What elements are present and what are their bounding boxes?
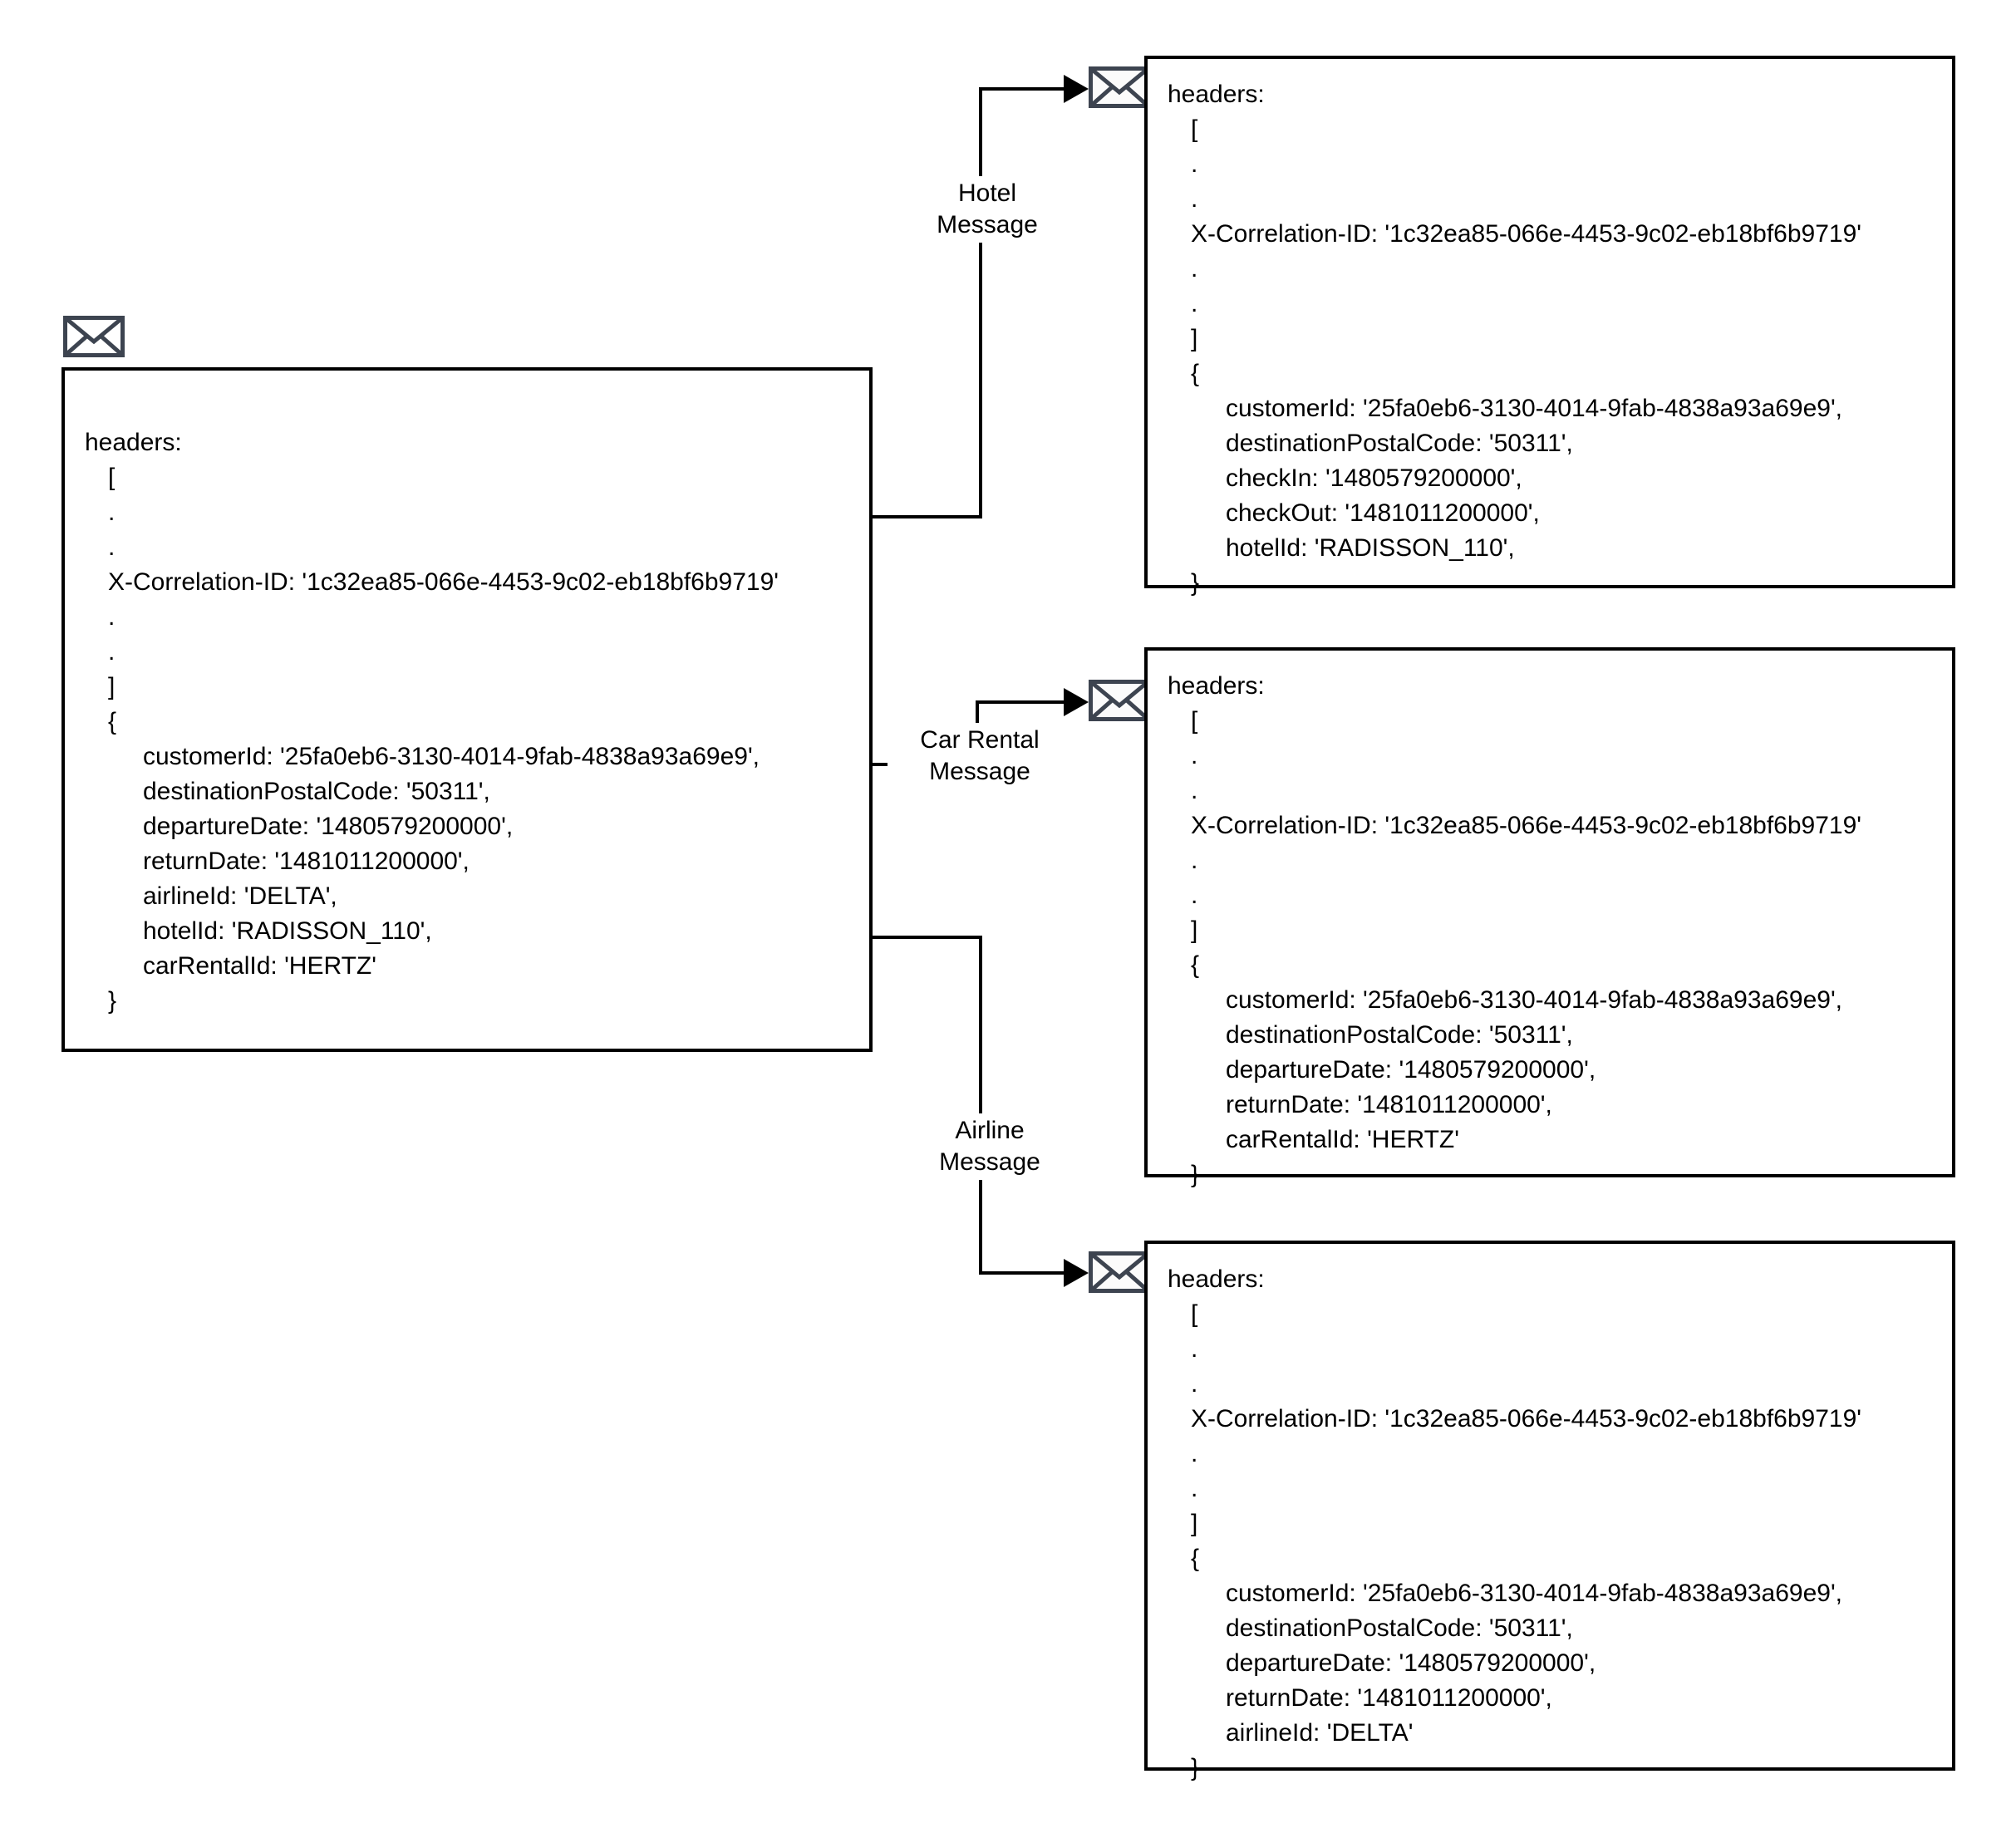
airline-message-body: headers: [.. X-Correlation-ID: '1c32ea85-0… xyxy=(1168,1262,1944,1786)
message-line: ] xyxy=(108,673,116,700)
hotel-connector-run xyxy=(979,87,1065,91)
message-line: destinationPostalCode: '50311', xyxy=(1226,430,1573,457)
message-line: . xyxy=(1191,1335,1198,1363)
car-rental-edge-label-line1: Car Rental xyxy=(920,726,1040,754)
message-line: departureDate: '1480579200000', xyxy=(1226,1056,1596,1084)
message-line: returnDate: '1481011200000', xyxy=(143,848,470,875)
message-line: headers: xyxy=(85,429,182,456)
message-line: customerId: '25fa0eb6-3130-4014-9fab-483… xyxy=(1226,1580,1843,1607)
message-line: } xyxy=(1191,1754,1200,1781)
message-line: X-Correlation-ID: '1c32ea85-066e-4453-9c… xyxy=(108,568,779,596)
message-line: returnDate: '1481011200000', xyxy=(1226,1684,1552,1712)
message-line: } xyxy=(1191,1161,1200,1188)
message-line: ] xyxy=(1191,916,1198,944)
message-line: X-Correlation-ID: '1c32ea85-066e-4453-9c… xyxy=(1191,812,1861,839)
car-rental-arrow-head xyxy=(1064,688,1089,716)
hotel-edge-label: Hotel Message xyxy=(916,176,1059,243)
airline-edge-label: Airline Message xyxy=(914,1113,1065,1180)
hotel-connector-riser xyxy=(979,87,982,518)
message-line: customerId: '25fa0eb6-3130-4014-9fab-483… xyxy=(1226,395,1843,422)
message-line: ] xyxy=(1191,1510,1198,1537)
message-line: . xyxy=(108,638,116,666)
message-line: . xyxy=(108,533,116,561)
message-line: checkIn: '1480579200000', xyxy=(1226,464,1522,492)
message-line: X-Correlation-ID: '1c32ea85-066e-4453-9c… xyxy=(1191,220,1861,248)
envelope-icon xyxy=(1089,1251,1150,1293)
message-line: { xyxy=(1191,360,1200,387)
airline-message-box: headers: [.. X-Correlation-ID: '1c32ea85-0… xyxy=(1144,1241,1955,1781)
message-line: { xyxy=(108,708,117,735)
message-line: . xyxy=(1191,1475,1198,1502)
message-line: . xyxy=(1191,1440,1198,1467)
message-line: hotelId: 'RADISSON_110', xyxy=(1226,534,1515,562)
source-message-box: headers: [.. X-Correlation-ID: '1c32ea85-0… xyxy=(61,367,873,1052)
message-line: . xyxy=(108,499,116,526)
message-line: checkOut: '1481011200000', xyxy=(1226,499,1540,527)
message-line: customerId: '25fa0eb6-3130-4014-9fab-483… xyxy=(1226,986,1843,1014)
message-line: . xyxy=(1191,847,1198,874)
hotel-message-box: headers: [.. X-Correlation-ID: '1c32ea85-0… xyxy=(1144,56,1955,597)
hotel-connector-stub xyxy=(873,515,982,518)
airline-connector-run xyxy=(979,1271,1065,1275)
message-line: } xyxy=(1191,569,1200,597)
message-line: [ xyxy=(1191,115,1198,143)
message-line: [ xyxy=(108,464,116,491)
airline-connector-stub xyxy=(873,936,982,939)
message-line: } xyxy=(108,987,117,1015)
message-line: . xyxy=(1191,742,1198,769)
message-line: . xyxy=(1191,290,1198,317)
airline-arrow-head xyxy=(1064,1259,1089,1287)
car-rental-message-body: headers: [.. X-Correlation-ID: '1c32ea85-0… xyxy=(1168,669,1944,1192)
message-line: returnDate: '1481011200000', xyxy=(1226,1091,1552,1118)
source-message-body: headers: [.. X-Correlation-ID: '1c32ea85-0… xyxy=(85,425,861,1019)
message-line: headers: xyxy=(1168,1265,1265,1293)
car-rental-edge-label: Car Rental Message xyxy=(888,723,1072,789)
airline-edge-label-line2: Message xyxy=(939,1148,1040,1176)
message-line: . xyxy=(1191,882,1198,909)
message-line: . xyxy=(1191,185,1198,213)
message-line: customerId: '25fa0eb6-3130-4014-9fab-483… xyxy=(143,743,760,770)
message-line: { xyxy=(1191,1545,1200,1572)
message-line: . xyxy=(108,603,116,631)
airline-edge-label-line1: Airline xyxy=(955,1117,1025,1144)
envelope-icon xyxy=(1089,680,1150,721)
hotel-edge-label-line2: Message xyxy=(937,211,1038,238)
message-line: [ xyxy=(1191,1300,1198,1328)
airline-connector-riser xyxy=(979,936,982,1275)
message-line: headers: xyxy=(1168,81,1265,108)
message-line: . xyxy=(1191,1370,1198,1398)
message-line: airlineId: 'DELTA', xyxy=(143,882,337,910)
hotel-message-body: headers: [.. X-Correlation-ID: '1c32ea85-0… xyxy=(1168,77,1944,601)
message-line: [ xyxy=(1191,707,1198,735)
message-line: . xyxy=(1191,150,1198,178)
message-line: carRentalId: 'HERTZ' xyxy=(1226,1126,1459,1153)
hotel-edge-label-line1: Hotel xyxy=(957,179,1017,207)
envelope-icon xyxy=(63,316,125,357)
message-line: destinationPostalCode: '50311', xyxy=(143,778,490,805)
car-rental-edge-label-line2: Message xyxy=(929,758,1030,785)
car-rental-connector-run xyxy=(976,700,1065,704)
car-rental-message-box: headers: [.. X-Correlation-ID: '1c32ea85-0… xyxy=(1144,647,1955,1188)
message-line: headers: xyxy=(1168,672,1265,700)
message-line: . xyxy=(1191,255,1198,283)
message-line: destinationPostalCode: '50311', xyxy=(1226,1614,1573,1642)
message-line: departureDate: '1480579200000', xyxy=(143,813,514,840)
message-line: destinationPostalCode: '50311', xyxy=(1226,1021,1573,1049)
message-line: departureDate: '1480579200000', xyxy=(1226,1649,1596,1677)
message-line: { xyxy=(1191,951,1200,979)
message-line: airlineId: 'DELTA' xyxy=(1226,1719,1414,1747)
message-line: X-Correlation-ID: '1c32ea85-066e-4453-9c… xyxy=(1191,1405,1861,1432)
envelope-icon xyxy=(1089,66,1150,108)
hotel-arrow-head xyxy=(1064,75,1089,103)
message-line: ] xyxy=(1191,325,1198,352)
message-line: . xyxy=(1191,777,1198,804)
message-line: carRentalId: 'HERTZ' xyxy=(143,952,376,980)
message-line: hotelId: 'RADISSON_110', xyxy=(143,917,432,945)
